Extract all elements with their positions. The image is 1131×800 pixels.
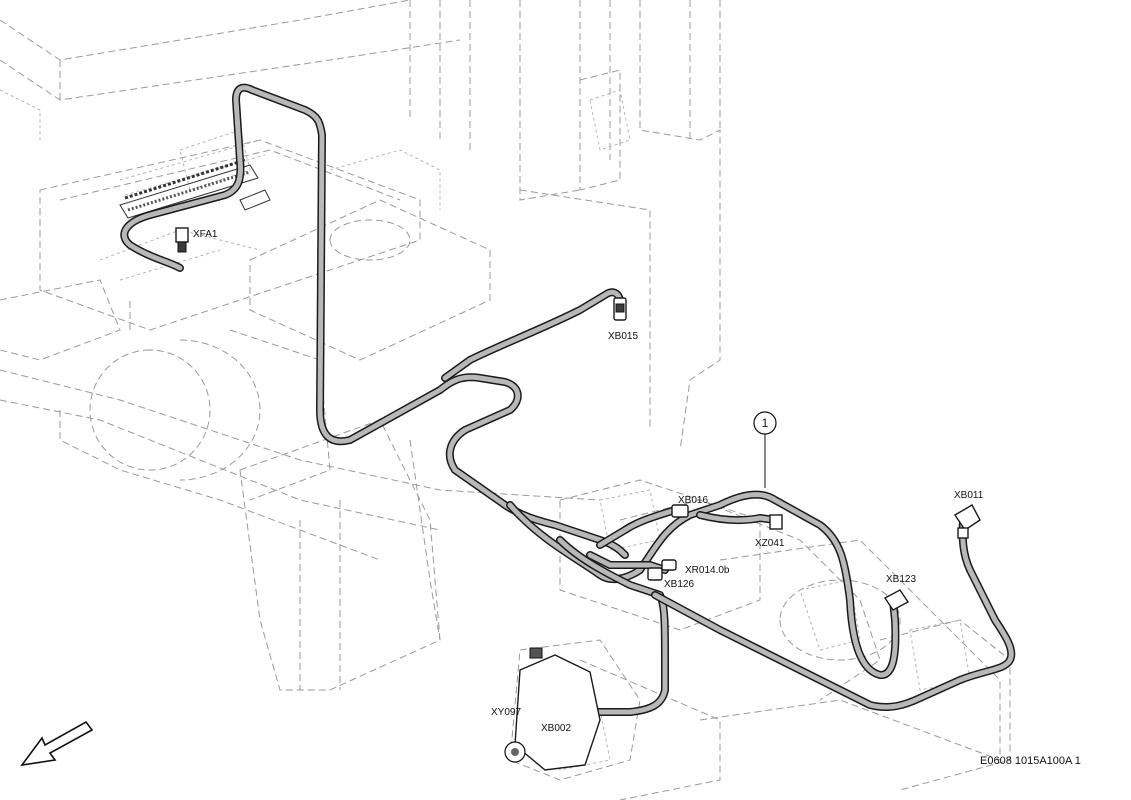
fuse-block bbox=[119, 158, 271, 219]
label-xb016: XB016 bbox=[678, 495, 708, 506]
connector-xb123 bbox=[883, 589, 910, 611]
drawing-number: E0608 1015A100A 1 bbox=[980, 755, 1081, 767]
label-xfa1: XFA1 bbox=[193, 229, 218, 240]
label-xy097: XY097 bbox=[491, 707, 521, 718]
connector-xb016 bbox=[671, 504, 689, 518]
label-xb015: XB015 bbox=[608, 331, 638, 342]
callout-1: 1 bbox=[753, 411, 777, 488]
connector-xb015 bbox=[613, 297, 627, 321]
callout-number: 1 bbox=[762, 416, 769, 430]
connector-xb126 bbox=[647, 567, 663, 581]
label-xz041: XZ041 bbox=[755, 538, 785, 549]
wiring-harness bbox=[120, 83, 1016, 726]
valve-block bbox=[504, 647, 601, 771]
machine-outline bbox=[0, 0, 1011, 800]
connector-xb011 bbox=[954, 504, 981, 539]
arrow-down-left-icon bbox=[20, 720, 94, 767]
label-xb002: XB002 bbox=[541, 723, 571, 734]
label-xb126: XB126 bbox=[664, 579, 694, 590]
label-xb011: XB011 bbox=[954, 490, 984, 501]
connector-xfa1 bbox=[175, 227, 189, 253]
label-xb123: XB123 bbox=[886, 574, 916, 585]
connectors bbox=[175, 227, 981, 771]
connector-labels: XFA1 XB015 XB016 XZ041 XR014.0b XB126 XB… bbox=[193, 229, 984, 734]
connector-xz041 bbox=[769, 514, 783, 530]
connector-xr014 bbox=[661, 559, 677, 571]
label-xr014: XR014.0b bbox=[685, 565, 730, 576]
